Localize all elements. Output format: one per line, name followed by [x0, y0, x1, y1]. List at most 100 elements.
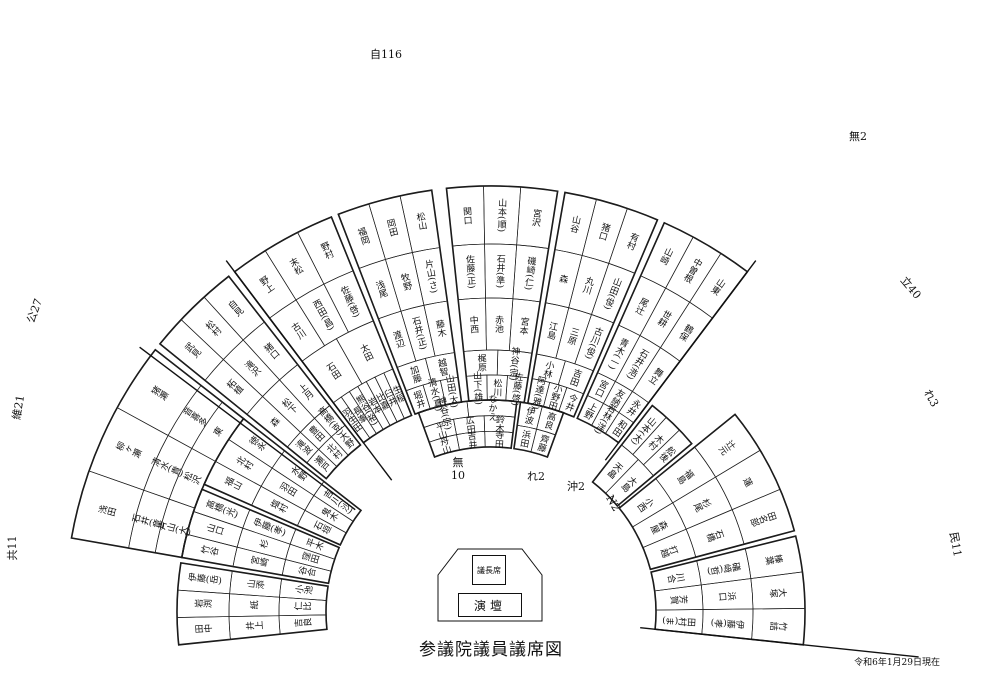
seat-member-name: 末松 — [286, 255, 305, 278]
seat — [286, 431, 320, 464]
seat-member-name: 蓮 — [740, 474, 755, 488]
seat-member-name: 岡田 — [384, 218, 399, 239]
seat-member-name: 川合 — [665, 570, 686, 584]
as-of-date: 令和6年1月29日現在 — [854, 658, 940, 668]
seat-member-name: 猪口 — [260, 340, 280, 361]
seat-member-name: 江島 — [544, 320, 558, 341]
seat-member-name: 音喜多 — [180, 405, 210, 430]
seat — [289, 528, 340, 560]
seat — [466, 399, 518, 418]
seat-member-name: 山本(順) — [495, 198, 507, 232]
seat-member-name: 佐藤(正) — [464, 253, 477, 289]
speaker-seat: 議長席 — [472, 555, 506, 585]
seat-member-name: 滝波 — [293, 438, 314, 458]
seat-member-name: 山口 — [205, 523, 225, 538]
seat-member-name: 徳永 — [246, 434, 268, 454]
seat-member-name: 山崎 — [657, 245, 674, 266]
seat-member-name: 古川(俊) — [582, 324, 605, 361]
seat-member-name: 神谷(宗) — [507, 345, 521, 381]
party-label-komeito: 公27 — [24, 297, 45, 325]
seat-member-name: 榛葉 — [763, 551, 785, 565]
seat — [348, 385, 384, 435]
seat-member-name: 石井(準) — [494, 254, 506, 288]
seat-member-name: なかえ — [486, 394, 497, 421]
seat-member-name: 渡辺 — [390, 328, 406, 350]
seat-member-name: 石井(浩) — [624, 346, 651, 381]
seat-member-name: 竹谷 — [198, 544, 220, 558]
seat-member-name: 中曽根 — [680, 255, 704, 285]
party-label-ishin: 維21 — [10, 394, 27, 421]
seat-member-name: 北村 — [323, 442, 343, 462]
seat-member-name: 芳賀 — [669, 593, 690, 605]
seat-member-name: 磯崎(仁) — [522, 255, 537, 291]
seat-member-name: 尾辻 — [632, 295, 649, 316]
seat-member-name: 杉 — [257, 538, 271, 551]
seat-member-name: 松沢 — [180, 470, 203, 488]
seat-member-name: 山東 — [708, 276, 727, 298]
seat-member-name: 石垣 — [312, 520, 333, 537]
seat-member-name: 福山 — [221, 475, 243, 493]
seat — [374, 372, 405, 423]
seat — [418, 400, 470, 428]
seat-member-name: 片山(さ) — [422, 258, 439, 295]
party-label-dpfp: 民11 — [947, 531, 964, 558]
seat-member-name: 高良 — [541, 409, 557, 431]
seat — [278, 614, 328, 635]
seat-member-name: 広田 — [463, 414, 476, 435]
seat-member-name: 瀬戸 — [311, 454, 333, 475]
seat-member-name: 柘植 — [223, 377, 245, 398]
seat-member-name: 青木(一) — [606, 335, 631, 371]
seat — [313, 480, 362, 522]
seat-member-name: 世耕 — [654, 307, 673, 330]
seat — [424, 352, 459, 383]
seat-member-name: 森 — [556, 272, 569, 285]
seat-block-b2: 福岡岡田松山浅尾牧野片山(さ)渡辺石井(正)藤木堀井清水(真)山田(太)加藤越智 — [337, 189, 463, 416]
seat-member-name: 小池 — [294, 585, 313, 597]
seat-member-name: 牧野 — [398, 271, 413, 292]
seat — [531, 353, 566, 386]
seat-member-name: 有村 — [624, 230, 641, 252]
seat-member-name: 井上 — [244, 621, 264, 633]
seat — [396, 357, 433, 392]
seat-member-name: 三原 — [565, 326, 580, 346]
seat — [642, 528, 697, 570]
seat — [618, 478, 674, 528]
group-divider-line — [139, 346, 356, 511]
seat — [128, 489, 170, 554]
seat-member-name: 福島 — [674, 466, 696, 486]
seat — [650, 560, 702, 592]
seat-member-name: 滝沢 — [242, 359, 263, 380]
seat — [365, 376, 398, 427]
seat-member-name: 豊田 — [305, 423, 327, 445]
seat-member-name: 宮崎 — [248, 555, 269, 569]
seat-member-name: 平木 — [304, 537, 325, 554]
party-label-reiwa2: れ2 — [527, 470, 545, 483]
seat-member-name: 浜口 — [718, 589, 737, 601]
seat-member-name: 伊藤(岳) — [186, 572, 222, 587]
seat-member-name: 打越 — [659, 542, 680, 558]
seat-member-name: 齊藤 — [535, 432, 551, 454]
seat-member-name: 上月 — [295, 382, 315, 403]
seat-member-name: 浅田 — [96, 504, 118, 519]
rostrum: 演壇 — [458, 593, 522, 617]
seat-member-name: 山添 — [246, 579, 265, 591]
seat-member-name: 柳ヶ瀬 — [113, 440, 144, 461]
seat-member-name: 山下(雄) — [471, 371, 484, 406]
seat-member-name: 北村 — [234, 455, 255, 473]
seat-member-name: 猪瀬 — [148, 384, 170, 404]
seat-member-name: 小西 — [634, 494, 656, 513]
seat-member-name: 野上 — [256, 275, 275, 296]
seat-member-name: 礒﨑(哲) — [706, 559, 743, 576]
group-divider-line — [604, 260, 757, 461]
seat — [278, 596, 327, 617]
party-label-reiwa3: れ3 — [921, 387, 941, 409]
seat-member-name: 石井(章) — [130, 513, 166, 532]
seat-member-name: 田名部 — [748, 509, 778, 528]
seat — [340, 391, 377, 439]
seat-member-name: 清水(貴) — [148, 455, 185, 479]
seat — [281, 559, 332, 584]
